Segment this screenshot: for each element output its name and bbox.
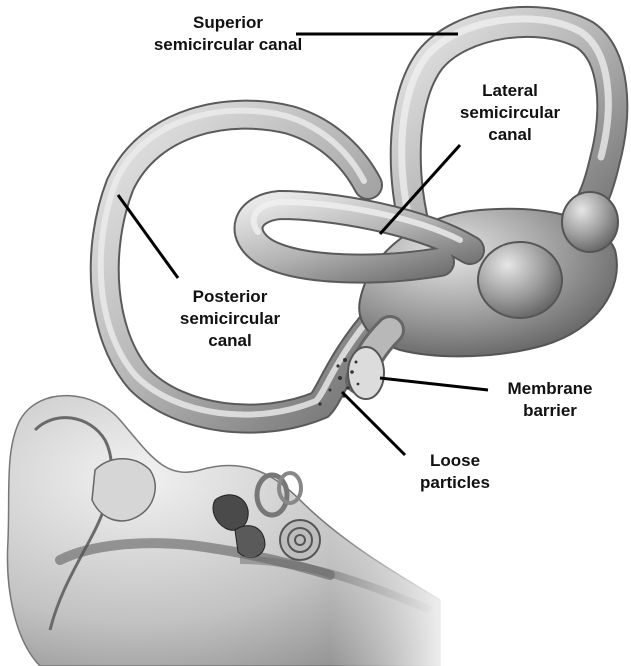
label-loose-particles: Loose particles xyxy=(400,450,510,494)
label-loose-line1: Loose xyxy=(400,450,510,472)
label-superior-line2: semicircular canal xyxy=(118,34,338,56)
label-superior-semicircular-canal: Superior semicircular canal xyxy=(118,12,338,56)
leader-posterior xyxy=(118,195,178,278)
label-posterior-semicircular-canal: Posterior semicircular canal xyxy=(160,286,300,352)
label-membrane-barrier: Membrane barrier xyxy=(490,378,610,422)
label-posterior-line1: Posterior xyxy=(160,286,300,308)
label-superior-line1: Superior xyxy=(118,12,338,34)
label-posterior-line2: semicircular xyxy=(160,308,300,330)
label-membrane-line1: Membrane xyxy=(490,378,610,400)
label-membrane-line2: barrier xyxy=(490,400,610,422)
label-lateral-line3: canal xyxy=(440,124,580,146)
leader-membrane xyxy=(380,378,488,390)
label-loose-line2: particles xyxy=(400,472,510,494)
outer-ear xyxy=(7,396,460,666)
label-lateral-semicircular-canal: Lateral semicircular canal xyxy=(440,80,580,146)
label-posterior-line3: canal xyxy=(160,330,300,352)
leader-loose xyxy=(342,392,405,455)
labyrinth xyxy=(101,19,618,419)
label-lateral-line1: Lateral xyxy=(440,80,580,102)
label-lateral-line2: semicircular xyxy=(440,102,580,124)
